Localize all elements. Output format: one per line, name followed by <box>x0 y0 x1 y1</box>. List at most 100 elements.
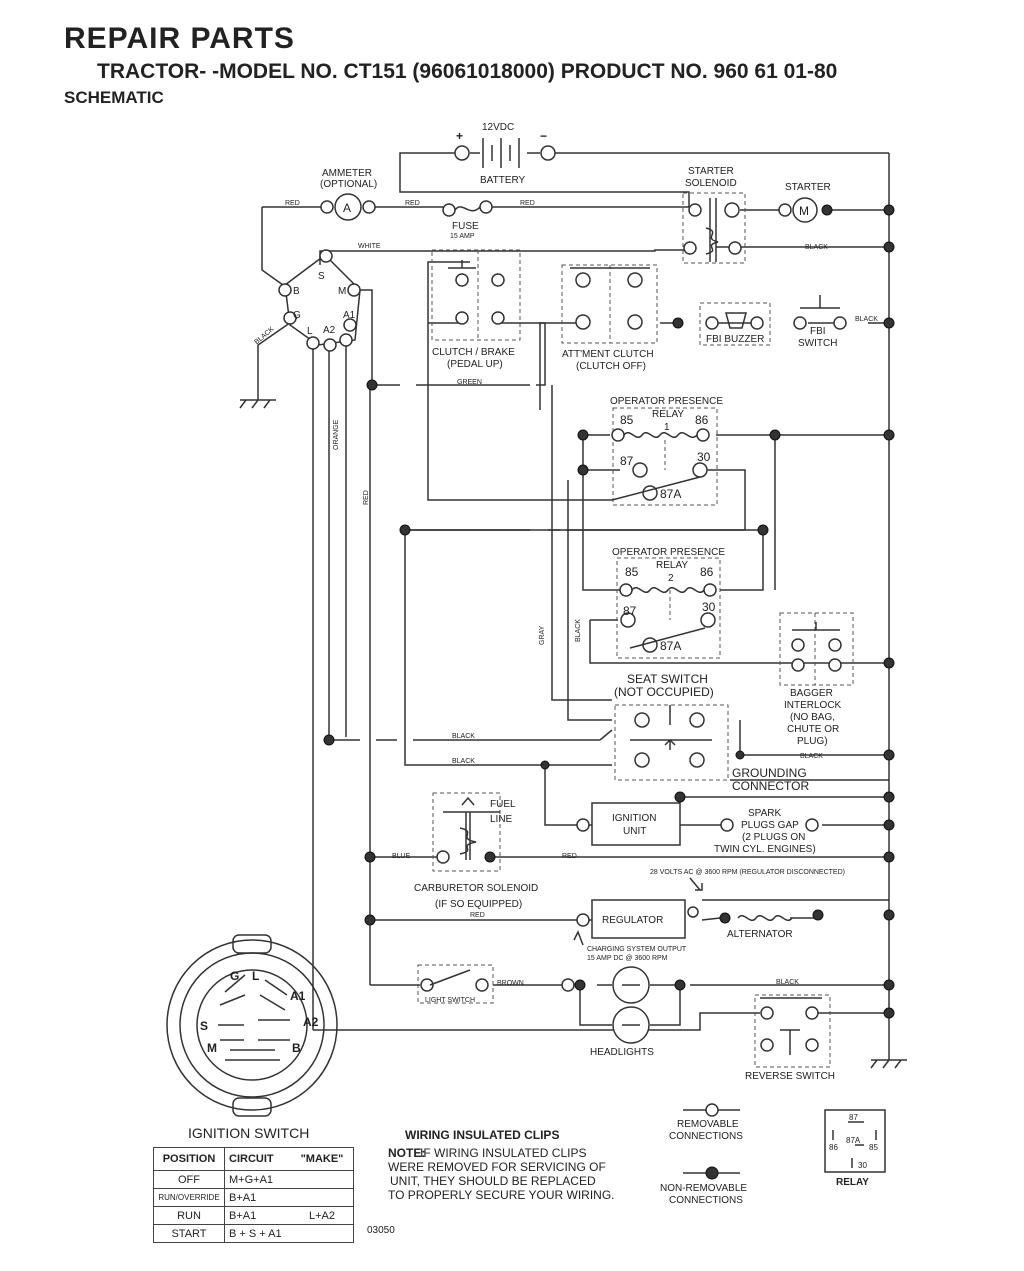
fbi-switch: FBI SWITCH BLACK <box>793 295 895 349</box>
operator-presence-relay-1: OPERATOR PRESENCE RELAY 1 85 86 87 30 87… <box>610 396 723 506</box>
svg-text:S: S <box>200 1019 208 1033</box>
black-wire-2 <box>404 530 612 766</box>
svg-text:WHITE: WHITE <box>358 243 381 250</box>
fuel-line-label: FUEL <box>490 799 516 810</box>
white-wire <box>319 249 689 265</box>
relay2-lower-wire <box>589 619 889 664</box>
svg-text:CHUTE OR: CHUTE OR <box>787 724 839 735</box>
svg-text:B: B <box>292 1041 301 1055</box>
ground-symbol-right <box>870 1059 907 1069</box>
svg-text:NOTE:: NOTE: <box>388 1146 425 1160</box>
regulator-ac-note: 28 VOLTS AC @ 3600 RPM (REGULATOR DISCON… <box>650 869 845 876</box>
ignition-switch-title: IGNITION SWITCH <box>188 1125 309 1141</box>
svg-text:A1: A1 <box>343 310 356 321</box>
svg-text:M: M <box>799 204 809 218</box>
svg-text:BLACK: BLACK <box>855 316 878 323</box>
svg-text:M: M <box>338 286 346 297</box>
table-row: RUN B+A1 L+A2 <box>153 1206 354 1225</box>
light-switch: LIGHT SWITCH BROWN <box>417 964 524 1004</box>
svg-text:A2: A2 <box>303 1015 319 1029</box>
svg-text:2: 2 <box>668 573 674 584</box>
starter-solenoid: STARTER SOLENOID <box>682 166 746 264</box>
wire-label-orange: ORANGE <box>333 419 340 450</box>
svg-text:LINE: LINE <box>490 814 513 825</box>
svg-text:87: 87 <box>849 1113 858 1122</box>
svg-text:BLUE: BLUE <box>392 853 411 860</box>
svg-text:86: 86 <box>829 1143 838 1152</box>
starter-label: STARTER <box>785 182 831 193</box>
m-wire <box>355 289 373 385</box>
svg-text:85: 85 <box>625 565 639 579</box>
svg-text:L: L <box>307 326 313 337</box>
light-switch-label: LIGHT SWITCH <box>425 997 475 1004</box>
svg-text:RED: RED <box>470 912 485 919</box>
regulator-output-2: 15 AMP DC @ 3600 RPM <box>587 955 668 962</box>
operator-presence-relay-2: OPERATOR PRESENCE RELAY 2 85 86 87 30 87… <box>612 547 725 659</box>
drawing-number: 03050 <box>367 1225 395 1236</box>
attment-clutch-label: ATT'MENT CLUTCH <box>562 349 654 360</box>
svg-text:B: B <box>293 286 300 297</box>
fuse-label: FUSE <box>452 221 479 232</box>
svg-text:87: 87 <box>623 604 637 618</box>
spark-plugs-label: SPARK <box>748 808 781 819</box>
svg-text:SWITCH: SWITCH <box>798 338 837 349</box>
mid-bus-wire <box>405 529 764 591</box>
svg-text:RED: RED <box>285 200 300 207</box>
attment-clutch-note: (CLUTCH OFF) <box>576 361 646 372</box>
regulator-output-1: CHARGING SYSTEM OUTPUT <box>587 946 687 953</box>
battery: 12VDC + − BATTERY <box>454 122 556 186</box>
svg-text:86: 86 <box>700 565 714 579</box>
ignition-unit-wires <box>544 765 889 826</box>
relay1-label: OPERATOR PRESENCE <box>610 396 723 407</box>
svg-text:BLACK: BLACK <box>800 753 823 760</box>
svg-text:1: 1 <box>664 422 670 433</box>
svg-text:REMOVABLE: REMOVABLE <box>677 1119 739 1130</box>
starter-motor: M STARTER BLACK <box>778 182 833 251</box>
svg-text:A1: A1 <box>290 989 306 1003</box>
svg-text:A: A <box>343 201 351 215</box>
svg-text:L: L <box>252 969 259 983</box>
svg-text:(2 PLUGS ON: (2 PLUGS ON <box>742 832 805 843</box>
battery-plus: + <box>456 129 463 143</box>
table-row: OFF M+G+A1 <box>153 1170 354 1189</box>
svg-text:CONNECTIONS: CONNECTIONS <box>669 1131 743 1142</box>
carb-solenoid-note: (IF SO EQUIPPED) <box>435 899 522 910</box>
ignition-switch-face: G L A1 A2 S M B IGNITION SWITCH <box>166 934 338 1141</box>
svg-text:RED: RED <box>520 200 535 207</box>
black-vertical-wire <box>567 480 612 721</box>
gray-wire <box>551 385 612 701</box>
svg-text:86: 86 <box>695 413 709 427</box>
svg-text:RED: RED <box>405 200 420 207</box>
svg-text:BLACK: BLACK <box>805 244 828 251</box>
ignition-switch-table: POSITION CIRCUIT "MAKE" OFF M+G+A1 RUN/O… <box>153 1147 354 1243</box>
table-row: RUN/OVERRIDE B+A1 <box>153 1188 354 1207</box>
seat-switch-label: SEAT SWITCH <box>627 672 708 686</box>
svg-text:CONNECTIONS: CONNECTIONS <box>669 1195 743 1206</box>
svg-text:IF WIRING INSULATED CLIPS: IF WIRING INSULATED CLIPS <box>420 1146 586 1160</box>
fbi-buzzer-label: FBI BUZZER <box>706 334 764 345</box>
regulator-label: REGULATOR <box>602 915 663 926</box>
ammeter-label: AMMETER <box>322 168 372 179</box>
svg-text:85: 85 <box>869 1143 878 1152</box>
grounding-label-1: GROUNDING <box>732 766 807 780</box>
svg-text:M: M <box>207 1041 217 1055</box>
red-to-ign-b <box>261 207 291 291</box>
wire-label-black: BLACK <box>575 619 582 642</box>
svg-text:30: 30 <box>697 450 711 464</box>
svg-text:NON-REMOVABLE: NON-REMOVABLE <box>660 1183 747 1194</box>
svg-text:UNIT, THEY SHOULD BE REPLACED: UNIT, THEY SHOULD BE REPLACED <box>390 1174 596 1188</box>
svg-text:87A: 87A <box>846 1136 861 1145</box>
svg-text:RELAY: RELAY <box>656 560 688 571</box>
seat-switch-note: (NOT OCCUPIED) <box>614 685 714 699</box>
ignition-unit: IGNITION UNIT <box>576 802 681 846</box>
svg-text:BLACK: BLACK <box>452 733 475 740</box>
reverse-switch: REVERSE SWITCH <box>745 994 835 1082</box>
headlights: HEADLIGHTS BLACK <box>561 966 799 1058</box>
clutch-brake-note: (PEDAL UP) <box>447 359 503 370</box>
seat-switch: SEAT SWITCH (NOT OCCUPIED) BLACK BLACK <box>452 672 729 781</box>
svg-text:FBI: FBI <box>810 326 826 337</box>
svg-text:G: G <box>230 969 239 983</box>
ammeter: A AMMETER (OPTIONAL) RED RED <box>285 168 420 221</box>
battery-voltage: 12VDC <box>482 122 514 133</box>
svg-text:87: 87 <box>620 454 634 468</box>
